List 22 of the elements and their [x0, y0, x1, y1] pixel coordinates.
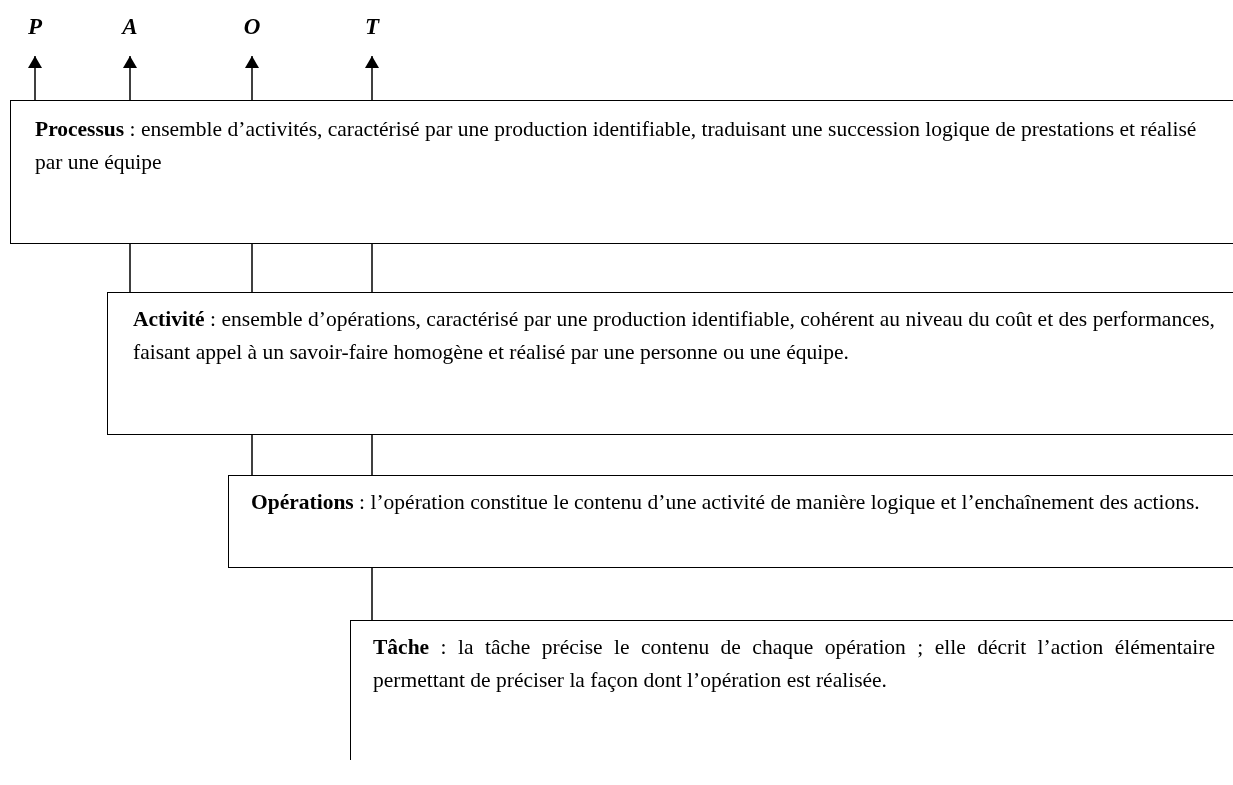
definition-text: Tâche : la tâche précise le contenu de chaque opération ; elle décrit l’action élémentaire permettant de préciser la façon dont l’opération est réalisée.	[373, 634, 1215, 694]
connector-line	[371, 434, 373, 476]
connector-line	[251, 243, 253, 293]
letter-label: O	[242, 14, 262, 56]
definition-box	[107, 292, 1233, 435]
arrow	[365, 55, 379, 101]
definition-box	[228, 475, 1233, 568]
connector-line	[251, 434, 253, 476]
arrow	[123, 55, 137, 101]
letter-label: P	[25, 14, 45, 56]
definition-box	[10, 100, 1233, 244]
definition-text: Opérations : l’opération constitue le contenu d’une activité de manière logique et l’enchaînement des actions.	[251, 489, 1201, 516]
arrow	[28, 55, 42, 101]
definition-box	[350, 620, 1233, 760]
connector-line	[371, 567, 373, 621]
definition-text: Processus : ensemble d’activités, caractérisé par une production identifiable, traduisant une succession logique de prestations et réalisé par une équipe	[35, 116, 1198, 176]
connector-line	[129, 243, 131, 293]
letter-label: A	[120, 14, 140, 56]
connector-line	[371, 243, 373, 293]
arrow	[245, 55, 259, 101]
letter-label: T	[362, 14, 382, 56]
definition-text: Activité : ensemble d’opérations, caractérisé par une production identifiable, cohérent au niveau du coût et des performances, faisant appel à un savoir-faire homogène et réalisé par une personne ou une équipe.	[133, 306, 1215, 366]
